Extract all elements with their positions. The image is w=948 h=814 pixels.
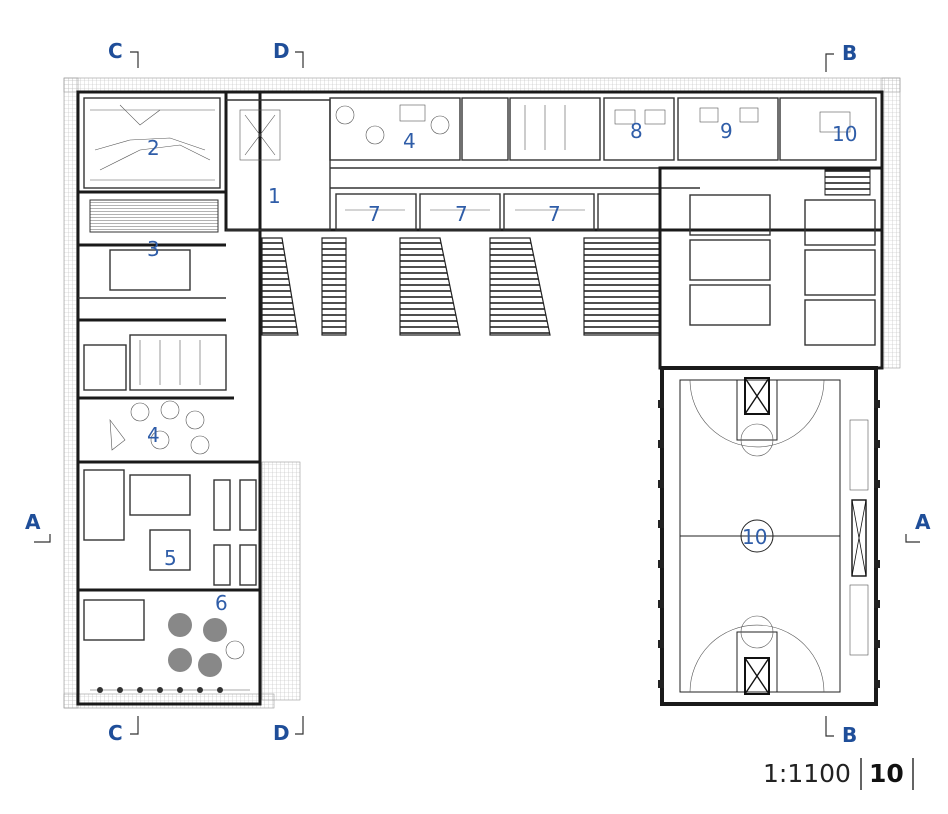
section-markers: C D B C D B A A [25, 39, 931, 747]
svg-text:B: B [842, 41, 857, 65]
title-block: 1:1100 10 [763, 758, 914, 790]
room-label-10-gym: 10 [742, 525, 767, 549]
svg-text:D: D [273, 39, 290, 63]
top-wing [224, 90, 884, 232]
sheet-number: 10 [869, 759, 904, 788]
perimeter-paving [63, 77, 901, 709]
room-label-10-top: 10 [832, 122, 857, 146]
room-label-7-b: 7 [455, 202, 468, 226]
terrace-paving [261, 461, 301, 701]
svg-text:B: B [842, 723, 857, 747]
section-marker-b-top: B [825, 41, 857, 72]
left-wing [76, 90, 262, 706]
svg-text:A: A [915, 510, 931, 534]
svg-text:A: A [25, 510, 41, 534]
gymnasium [658, 366, 880, 706]
room-label-8: 8 [630, 119, 643, 143]
room-label-3: 3 [147, 237, 160, 261]
right-wing [658, 166, 884, 370]
room-label-5: 5 [164, 546, 177, 570]
room-label-7-c: 7 [548, 202, 561, 226]
section-marker-c-top: C [108, 39, 139, 68]
room-label-6: 6 [215, 591, 228, 615]
room-label-7-a: 7 [368, 202, 381, 226]
room-label-4-left: 4 [147, 423, 160, 447]
room-label-9: 9 [720, 119, 733, 143]
section-marker-a-left: A [25, 510, 51, 543]
svg-text:C: C [108, 721, 123, 745]
svg-text:C: C [108, 39, 123, 63]
room-labels: 1 2 3 4 4 5 6 7 7 7 8 9 10 10 [147, 119, 857, 615]
section-marker-b-bottom: B [825, 716, 857, 747]
scale-label: 1:1100 [763, 759, 851, 788]
section-marker-d-top: D [273, 39, 304, 68]
room-label-4-top: 4 [403, 129, 416, 153]
room-label-2: 2 [147, 136, 160, 160]
svg-text:D: D [273, 721, 290, 745]
section-marker-c-bottom: C [108, 716, 139, 745]
room-label-1: 1 [268, 184, 281, 208]
section-marker-d-bottom: D [273, 716, 304, 745]
stair-blocks [261, 237, 661, 336]
section-marker-a-right: A [905, 510, 931, 543]
